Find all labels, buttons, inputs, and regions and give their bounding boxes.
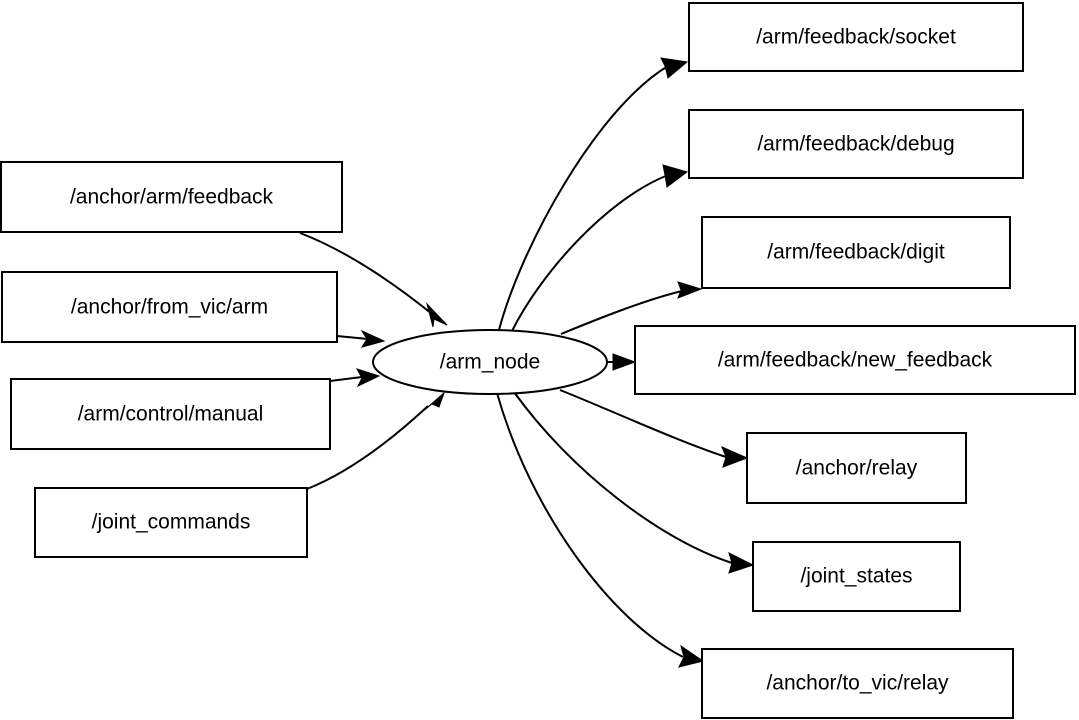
arrowhead-icon	[355, 368, 381, 388]
topic-label: /anchor/relay	[796, 457, 918, 480]
topic-box-rect	[688, 2, 1024, 72]
edge-path	[498, 65, 669, 331]
topic-label: /anchor/to_vic/relay	[766, 672, 949, 695]
edge-arm-node-to-arm-feedback-digit	[560, 281, 703, 335]
edge-path	[299, 232, 433, 315]
edge-path	[306, 405, 429, 490]
topic-box-rect	[634, 325, 1076, 395]
topic-box-arm-feedback-new-feedback[interactable]: /arm/feedback/new_feedback	[634, 325, 1076, 395]
edge-path	[511, 174, 669, 332]
topic-label: /arm/feedback/new_feedback	[718, 349, 993, 372]
topic-label: /joint_commands	[92, 511, 251, 534]
topic-box-rect	[0, 161, 343, 233]
edge-arm-control-manual-to-arm-node	[329, 368, 381, 388]
edge-arm-node-to-arm-feedback-socket	[498, 57, 689, 331]
topic-box-rect	[701, 648, 1014, 719]
topic-box-arm-feedback-socket[interactable]: /arm/feedback/socket	[688, 2, 1024, 72]
topic-box-arm-feedback-debug[interactable]: /arm/feedback/debug	[688, 109, 1024, 179]
topic-box-anchor-relay[interactable]: /anchor/relay	[746, 432, 967, 504]
topic-box-rect	[701, 216, 1011, 289]
edge-anchor-arm-feedback-to-arm-node	[299, 232, 448, 328]
edge-arm-node-to-anchor-to-vic-relay	[496, 392, 705, 668]
edge-arm-node-to-anchor-relay	[559, 389, 749, 468]
arrowhead-icon	[728, 552, 755, 574]
arrowhead-icon	[721, 446, 749, 468]
node-arm-node[interactable]: /arm_node	[372, 329, 608, 395]
topic-box-anchor-arm-feedback[interactable]: /anchor/arm/feedback	[0, 161, 343, 233]
edge-joint-commands-to-arm-node	[306, 391, 446, 490]
edge-path	[560, 290, 683, 335]
topic-label: /arm/feedback/digit	[767, 241, 945, 264]
edge-path	[559, 389, 727, 458]
topic-box-arm-control-manual[interactable]: /arm/control/manual	[10, 378, 331, 450]
edge-anchor-from-vic-arm-to-arm-node	[336, 329, 386, 348]
topic-label: /arm/feedback/socket	[756, 26, 956, 49]
topic-box-anchor-from-vic-arm[interactable]: /anchor/from_vic/arm	[1, 271, 338, 343]
topic-label: /arm/feedback/debug	[757, 133, 954, 156]
edge-path	[336, 335, 369, 340]
topic-box-joint-states[interactable]: /joint_states	[752, 541, 961, 612]
topic-box-rect	[746, 432, 967, 504]
topic-box-rect	[1, 271, 338, 343]
edge-path	[329, 376, 363, 382]
node-label: /arm_node	[440, 351, 540, 374]
arrowhead-icon	[660, 57, 689, 79]
topic-box-arm-feedback-digit[interactable]: /arm/feedback/digit	[701, 216, 1011, 289]
arrowhead-icon	[678, 644, 705, 668]
topic-box-rect	[688, 109, 1024, 179]
node-ellipse	[372, 329, 608, 395]
edge-arm-node-to-joint-states	[513, 391, 755, 574]
topic-box-rect	[34, 487, 308, 558]
topic-label: /joint_states	[800, 565, 912, 588]
topic-box-anchor-to-vic-relay[interactable]: /anchor/to_vic/relay	[701, 648, 1014, 719]
edge-path	[496, 392, 684, 658]
arrowhead-icon	[662, 164, 689, 188]
arrowhead-icon	[421, 391, 446, 413]
topic-label: /arm/control/manual	[78, 403, 264, 426]
edge-path	[513, 391, 733, 564]
topic-box-rect	[10, 378, 331, 450]
edge-arm-node-to-arm-feedback-new-feedback	[607, 353, 637, 371]
topic-box-joint-commands[interactable]: /joint_commands	[34, 487, 308, 558]
edge-arm-node-to-arm-feedback-debug	[511, 164, 689, 332]
arrowhead-icon	[612, 353, 637, 371]
arrowhead-icon	[677, 281, 703, 299]
arrowhead-icon	[360, 329, 386, 348]
topic-label: /anchor/from_vic/arm	[71, 296, 268, 319]
topic-box-rect	[752, 541, 961, 612]
arrowhead-icon	[426, 302, 448, 328]
topic-label: /anchor/arm/feedback	[70, 186, 274, 209]
